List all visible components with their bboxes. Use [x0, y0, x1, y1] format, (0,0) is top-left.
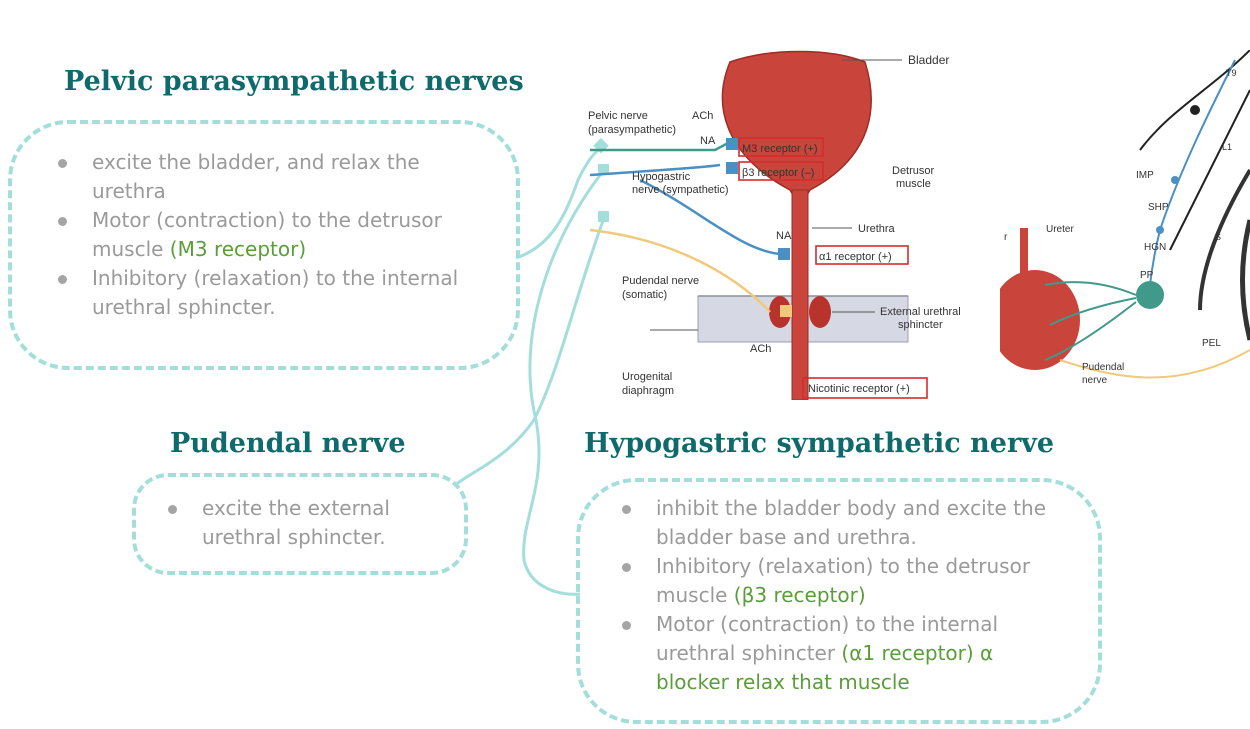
label-shp: SHP [1148, 202, 1169, 213]
pelvic-plexus-node [1136, 281, 1164, 309]
label-external-2: sphincter [898, 319, 943, 331]
label-hgn: HGN [1144, 242, 1166, 253]
nicotinic-receptor-icon [780, 305, 792, 317]
sympathetic-chain [1148, 60, 1235, 300]
label-s: S [1215, 232, 1221, 242]
ureter-shape [1020, 228, 1028, 288]
label-sympathetic: nerve (sympathetic) [632, 184, 729, 196]
label-ach-top: ACh [692, 110, 713, 122]
label-hypogastric: Hypogastric [632, 171, 691, 183]
label-somatic: (somatic) [622, 289, 667, 301]
label-a1: α1 receptor (+) [819, 251, 892, 263]
label-pudendal: Pudendal nerve [622, 275, 699, 287]
label-detrusor-1: Detrusor [892, 165, 935, 177]
a1-receptor-icon [778, 248, 790, 260]
label-pp: PP [1140, 270, 1154, 281]
urethra-shape [792, 190, 808, 400]
label-bladder: Bladder [908, 53, 949, 67]
label-urogenital-2: diaphragm [622, 385, 674, 397]
label-urethra: Urethra [858, 223, 896, 235]
label-external-1: External urethral [880, 306, 961, 318]
bladder-shape-2 [1000, 270, 1080, 370]
spinal-root-4 [1243, 220, 1250, 340]
label-ureter: Ureter [1046, 224, 1074, 235]
ganglion-icon-2 [1171, 176, 1179, 184]
label-b3: β3 receptor (–) [742, 167, 814, 179]
ganglion-icon [1190, 105, 1200, 115]
label-l1: L1 [1222, 142, 1232, 152]
label-nicotinic: Nicotinic receptor (+) [808, 383, 910, 395]
label-na-top: NA [700, 135, 716, 147]
label-pelvic-nerve: Pelvic nerve [588, 110, 648, 122]
label-pudendal-1: Pudendal [1082, 362, 1124, 373]
label-pel: PEL [1202, 338, 1221, 349]
bladder-innervation-figure: Bladder Pelvic nerve (parasympathetic) A… [580, 40, 980, 400]
label-imp: IMP [1136, 170, 1154, 181]
label-urogenital-1: Urogenital [622, 371, 672, 383]
label-r: r [1004, 232, 1008, 243]
label-na-mid: NA [776, 230, 792, 242]
m3-receptor-icon [726, 138, 738, 150]
label-parasympathetic: (parasympathetic) [588, 124, 676, 136]
sphincter-right [809, 296, 831, 328]
ganglion-icon-3 [1156, 226, 1164, 234]
label-ach-bottom: ACh [750, 343, 771, 355]
b3-receptor-icon [726, 162, 738, 174]
pelvic-plexus-figure: T9 L1 S IMP SHP HGN PP PEL Ureter r Pude… [1000, 50, 1250, 400]
label-t9: T9 [1226, 68, 1237, 78]
label-detrusor-2: muscle [896, 178, 931, 190]
label-pudendal-2: nerve [1082, 375, 1107, 386]
label-m3: M3 receptor (+) [742, 143, 818, 155]
